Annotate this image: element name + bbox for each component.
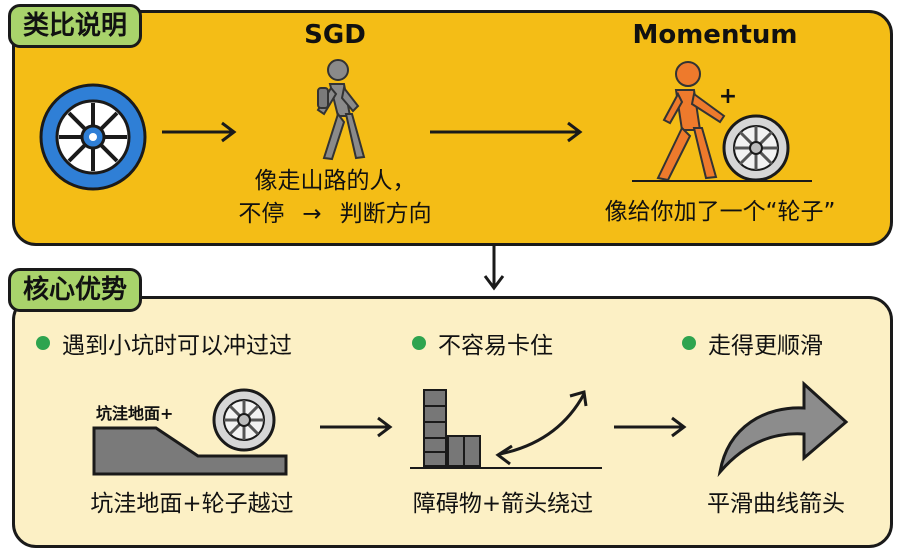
sgd-caption-arrow: → [302, 201, 322, 227]
sgd-caption-line1: 像走山路的人， [254, 168, 416, 194]
caption-obstacle: 障碍物+箭头绕过 [412, 491, 594, 517]
momentum-caption: 像给你加了一个“轮子” [604, 199, 836, 225]
bullet-dot-icon [412, 336, 426, 350]
bullet-text: 不容易卡住 [438, 333, 553, 359]
sgd-caption-line2: 不停 → 判断方向 [210, 198, 460, 230]
advantages-tag: 核心优势 [8, 268, 143, 312]
arrow-right-icon [320, 416, 393, 438]
arrow-right-icon [614, 416, 687, 438]
caption-smooth-arrow: 平滑曲线箭头 [707, 491, 845, 517]
momentum-title: Momentum [632, 20, 798, 50]
bullet-item: 走得更顺滑 [682, 326, 823, 360]
bullet-item: 遇到小坑时可以冲过过 [36, 326, 292, 360]
pothole-ground-icon [92, 388, 288, 476]
bullet-dot-icon [682, 336, 696, 350]
plus-sign: + [718, 84, 738, 109]
bullet-text: 走得更顺滑 [708, 333, 823, 359]
sgd-title: SGD [304, 20, 366, 50]
sgd-caption-part-b: 判断方向 [339, 201, 432, 227]
arrow-right-icon [162, 121, 237, 143]
sgd-caption-part-a: 不停 [238, 201, 285, 227]
smooth-curve-arrow-icon [717, 380, 849, 478]
bullet-dot-icon [36, 336, 50, 350]
person-pushing-wheel-icon [632, 61, 812, 182]
walking-person-icon [316, 59, 366, 161]
bullet-text: 遇到小坑时可以冲过过 [62, 333, 292, 359]
bullet-item: 不容易卡住 [412, 326, 553, 360]
obstacle-bypass-icon [410, 389, 602, 469]
pothole-label: 坑洼地面+ [96, 404, 174, 423]
blue-wheel-icon [39, 83, 147, 191]
long-arrow-right-icon [430, 121, 583, 143]
caption-pothole: 坑洼地面+轮子越过 [90, 491, 294, 517]
analogy-tag: 类比说明 [8, 4, 143, 48]
arrow-down-icon [483, 246, 505, 291]
advantages-panel [12, 296, 893, 548]
